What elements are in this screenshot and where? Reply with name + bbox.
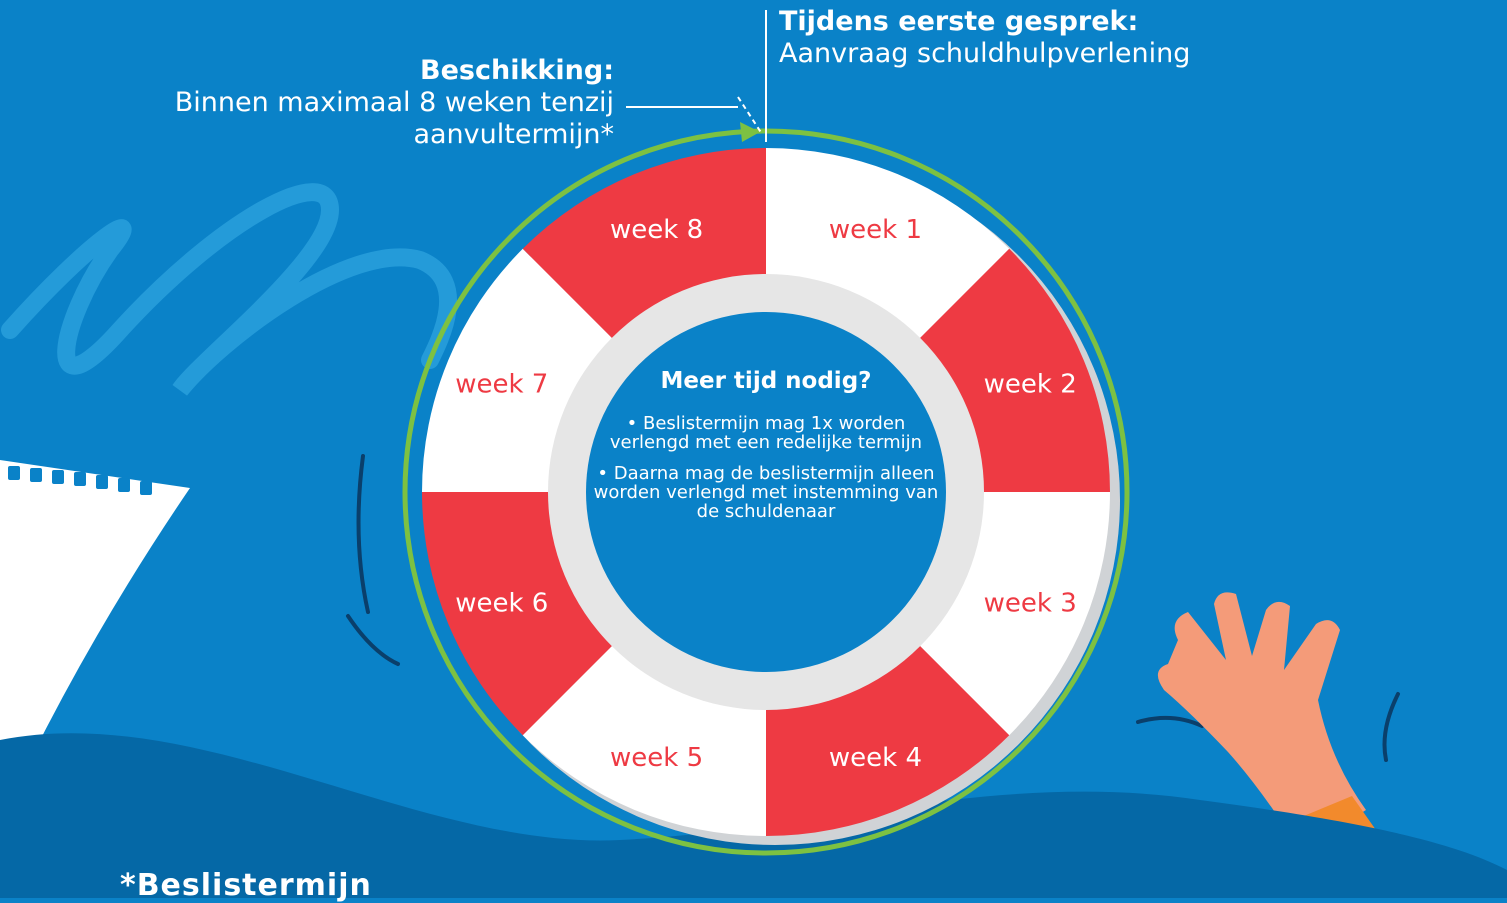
ring-segment-week-7	[422, 248, 617, 492]
ring-segment-week-4	[766, 641, 1010, 836]
boat-icon	[0, 460, 190, 760]
extension-bullet-1: • Beslistermijn mag 1x worden verlengd m…	[609, 413, 923, 453]
ring-segment-week-8	[522, 148, 766, 343]
week-label-5: week 5	[610, 743, 703, 773]
decorative-swirl	[1, 183, 458, 396]
sea-wave	[0, 733, 1507, 898]
week-label-2: week 2	[984, 370, 1077, 400]
week-label-3: week 3	[984, 588, 1077, 618]
beschikking-pointer-dashes	[737, 96, 763, 135]
ring-segment-week-1	[766, 148, 1010, 343]
week-label-7: week 7	[455, 370, 548, 400]
extension-info: Meer tijd nodig? • Beslistermijn mag 1x …	[590, 368, 942, 533]
start-heading: Tijdens eerste gesprek:	[779, 6, 1139, 37]
week-label-6: week 6	[455, 588, 548, 618]
week-labels: week 1 week 2 week 3 week 4 week 5 week 6 week…	[455, 215, 1077, 773]
decision-line-2: aanvultermijn*	[413, 119, 614, 150]
splash-lines	[346, 454, 1400, 762]
ring-segment-week-2	[915, 248, 1110, 492]
ring-segment-week-6	[422, 492, 617, 736]
start-text: Aanvraag schuldhulpverlening	[779, 38, 1191, 69]
decision-heading: Beschikking:	[420, 55, 614, 86]
start-annotation: Tijdens eerste gesprek: Aanvraag schuldh…	[779, 6, 1190, 70]
lifebuoy-ring	[422, 148, 1110, 836]
week-label-1: week 1	[829, 215, 922, 245]
ring-segment-week-5	[522, 641, 766, 836]
lifebuoy-hole	[586, 312, 946, 672]
decision-line-1: Binnen maximaal 8 weken tenzij	[174, 87, 614, 118]
extension-bullet-2: • Daarna mag de beslistermijn alleen wor…	[593, 463, 939, 522]
week-label-8: week 8	[610, 215, 703, 245]
ring-segment-week-3	[915, 492, 1110, 736]
cycle-arrowhead-icon	[740, 122, 760, 142]
week-label-4: week 4	[829, 743, 922, 773]
extension-title: Meer tijd nodig?	[660, 368, 872, 394]
decision-annotation: Beschikking: Binnen maximaal 8 weken ten…	[175, 55, 614, 151]
footnote: *Beslistermijn	[120, 868, 372, 903]
